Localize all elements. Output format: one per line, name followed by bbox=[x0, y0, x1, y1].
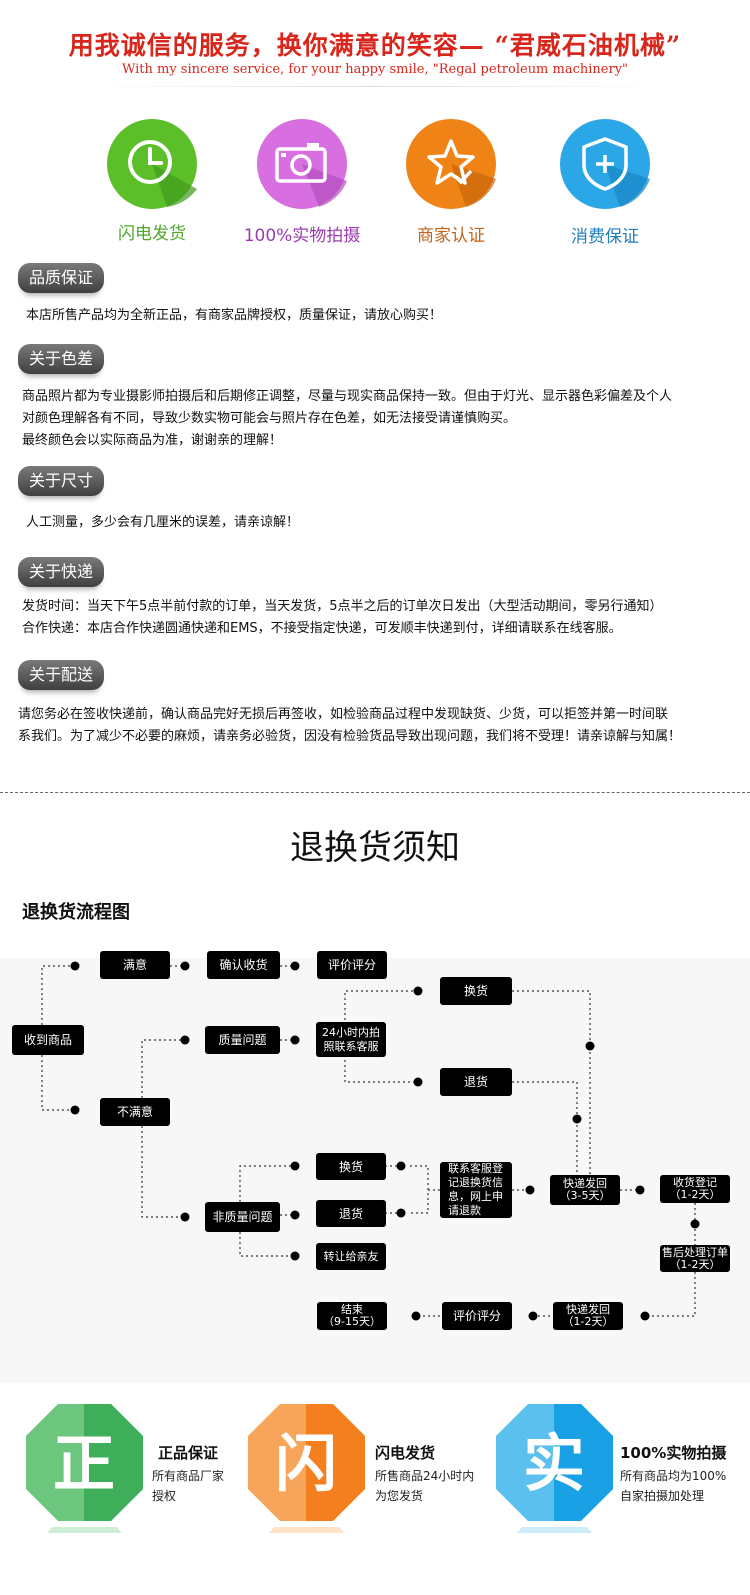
section-color-text: 商品照片都为专业摄影师拍摄后和后期修正调整，尽量与现实商品保持一致。但由于灯光、… bbox=[22, 386, 722, 452]
promo-genuine-sub-line1: 所有商品厂家 bbox=[152, 1469, 225, 1483]
badge-label-certified: 商家认证 bbox=[417, 226, 485, 246]
clock-badge bbox=[107, 119, 197, 209]
flow-node-contact-line2: 记退换货信 bbox=[448, 1176, 503, 1189]
flow-node-ship-out-line1: 快递发回 bbox=[566, 1303, 610, 1316]
shield-badge bbox=[560, 119, 650, 209]
flow-node-end-line1: 结束 bbox=[341, 1303, 363, 1316]
flow-node-ship-out: 快递发回 （1-2天） bbox=[553, 1302, 623, 1330]
flow-node-ship-out-line2: （1-2天） bbox=[562, 1315, 614, 1328]
flow-node-photo-line1: 24小时内拍 bbox=[322, 1025, 380, 1039]
promo-genuine-sub-line2: 授权 bbox=[152, 1489, 177, 1503]
text-line: 本店所售产品均为全新正品，有商家品牌授权，质量保证，请放心购买！ bbox=[26, 308, 443, 323]
tab-shipping: 关于快递 bbox=[18, 557, 104, 587]
flow-node-quality: 质量问题 bbox=[205, 1026, 280, 1054]
flow-node-receive-register-line1: 收货登记 bbox=[673, 1176, 717, 1189]
promo-real-sub-line1: 所有商品均为100% bbox=[620, 1469, 727, 1483]
flow-connectors bbox=[41, 961, 700, 1321]
flow-node-contact: 联系客服登 记退换货信 息，网上申 请退款 bbox=[440, 1162, 512, 1218]
promo-fast-sub-line1: 所售商品24小时内 bbox=[375, 1469, 475, 1483]
section-delivery-text: 请您务必在签收快递前，确认商品完好无损后再签收，如检验商品过程中发现缺货、少货，… bbox=[18, 704, 733, 748]
section-divider bbox=[0, 792, 750, 793]
flow-node-receive: 收到商品 bbox=[12, 1025, 84, 1055]
header-subtitle: With my sincere service, for your happy … bbox=[121, 62, 629, 77]
flow-node-return: 退货 bbox=[440, 1068, 512, 1096]
flow-node-photo-line2: 照联系客服 bbox=[323, 1039, 379, 1053]
flow-node-nonquality: 非质量问题 bbox=[205, 1202, 280, 1232]
flow-node-rate-2: 评价评分 bbox=[442, 1302, 512, 1330]
star-badge bbox=[406, 119, 496, 209]
flow-node-photo: 24小时内拍 照联系客服 bbox=[316, 1022, 386, 1057]
flow-node-ship-back-line1: 快递发回 bbox=[563, 1177, 607, 1190]
flow-node-ship-back: 快递发回 （3-5天） bbox=[550, 1175, 620, 1205]
flow-node-exchange-2: 换货 bbox=[316, 1153, 386, 1180]
flow-node-exchange: 换货 bbox=[440, 977, 512, 1005]
text-line: 系我们。为了减少不必要的麻烦，请亲务必验货，因没有检验货品导致出现问题，我们将不… bbox=[18, 729, 682, 744]
promo-genuine-sub: 所有商品厂家 授权 bbox=[152, 1466, 224, 1506]
tab-delivery: 关于配送 bbox=[18, 660, 104, 690]
promo-genuine-title: 正品保证 bbox=[158, 1444, 219, 1462]
header-divider bbox=[80, 86, 670, 87]
shield-icon bbox=[560, 119, 650, 209]
promo-fast-title: 闪电发货 bbox=[375, 1444, 436, 1462]
promo-fast-sub-line2: 为您发货 bbox=[375, 1489, 424, 1503]
text-line: 对颜色理解各有不同，导致少数实物可能会与照片存在色差，如无法接受请谨慎购买。 bbox=[22, 411, 517, 426]
clock-icon bbox=[107, 119, 197, 209]
flow-node-receive-register-line2: （1-2天） bbox=[669, 1188, 721, 1201]
tab-size: 关于尺寸 bbox=[18, 466, 104, 496]
text-line: 合作快递：本店合作快递圆通快递和EMS，不接受指定快递，可发顺丰快递到付，详细请… bbox=[22, 621, 622, 636]
flow-node-aftersale: 售后处理订单 （1-2天） bbox=[660, 1245, 730, 1272]
badge-label-photo: 100%实物拍摄 bbox=[243, 226, 361, 246]
section-size-text: 人工测量，多少会有几厘米的误差，请亲谅解！ bbox=[26, 512, 726, 534]
star-icon bbox=[406, 119, 496, 209]
flow-node-return-2: 退货 bbox=[316, 1200, 386, 1227]
promo-real-sub: 所有商品均为100% 自家拍摄加处理 bbox=[620, 1466, 726, 1506]
text-line: 请您务必在签收快递前，确认商品完好无损后再签收，如检验商品过程中发现缺货、少货，… bbox=[18, 707, 669, 722]
flow-node-contact-line4: 请退款 bbox=[448, 1204, 481, 1217]
header-title: 用我诚信的服务，换你满意的笑容— “君威石油机械” bbox=[68, 31, 682, 60]
returns-title: 退换货须知 bbox=[290, 828, 460, 868]
flow-node-ship-back-line2: （3-5天） bbox=[559, 1189, 611, 1202]
flow-node-aftersale-line2: （1-2天） bbox=[669, 1257, 721, 1271]
flow-node-satisfied: 满意 bbox=[100, 951, 170, 979]
text-line: 商品照片都为专业摄影师拍摄后和后期修正调整，尽量与现实商品保持一致。但由于灯光、… bbox=[22, 389, 673, 404]
flow-node-end: 结束 （9-15天） bbox=[317, 1302, 387, 1330]
fast-octagon-icon: 闪 bbox=[248, 1404, 365, 1533]
tab-quality: 品质保证 bbox=[18, 263, 104, 293]
flow-node-confirm: 确认收货 bbox=[207, 951, 280, 979]
genuine-octagon-icon: 正 bbox=[26, 1404, 143, 1533]
flow-title: 退换货流程图 bbox=[22, 902, 130, 923]
badge-label-shipping: 闪电发货 bbox=[118, 224, 186, 244]
real-char: 实 bbox=[523, 1427, 585, 1500]
flow-node-unsatisfied: 不满意 bbox=[100, 1098, 170, 1126]
real-photo-octagon-icon: 实 bbox=[496, 1404, 613, 1533]
camera-badge bbox=[257, 119, 347, 209]
badge-label-guarantee: 消费保证 bbox=[571, 227, 639, 247]
section-quality-text: 本店所售产品均为全新正品，有商家品牌授权，质量保证，请放心购买！ bbox=[26, 305, 726, 327]
promo-real-title: 100%实物拍摄 bbox=[620, 1444, 727, 1462]
flow-node-contact-line1: 联系客服登 bbox=[448, 1162, 503, 1175]
flow-node-rate: 评价评分 bbox=[317, 951, 387, 979]
flow-node-contact-line3: 息，网上申 bbox=[448, 1190, 503, 1203]
text-line: 人工测量，多少会有几厘米的误差，请亲谅解！ bbox=[26, 515, 300, 530]
flow-node-transfer: 转让给亲友 bbox=[316, 1243, 386, 1270]
text-line: 最终颜色会以实际商品为准，谢谢亲的理解！ bbox=[22, 433, 283, 448]
section-shipping-text: 发货时间：当天下午5点半前付款的订单，当天发货，5点半之后的订单次日发出（大型活… bbox=[22, 596, 722, 640]
promo-fast-sub: 所售商品24小时内 为您发货 bbox=[375, 1466, 474, 1506]
promo-real-sub-line2: 自家拍摄加处理 bbox=[620, 1489, 705, 1503]
flow-node-receive-register: 收货登记 （1-2天） bbox=[660, 1175, 730, 1203]
flow-node-end-line2: （9-15天） bbox=[323, 1315, 381, 1328]
fast-char: 闪 bbox=[275, 1427, 337, 1500]
genuine-char: 正 bbox=[53, 1427, 115, 1500]
tab-color: 关于色差 bbox=[18, 344, 104, 374]
camera-icon bbox=[257, 119, 347, 209]
flow-node-aftersale-line1: 售后处理订单 bbox=[662, 1245, 728, 1259]
text-line: 发货时间：当天下午5点半前付款的订单，当天发货，5点半之后的订单次日发出（大型活… bbox=[22, 599, 663, 614]
